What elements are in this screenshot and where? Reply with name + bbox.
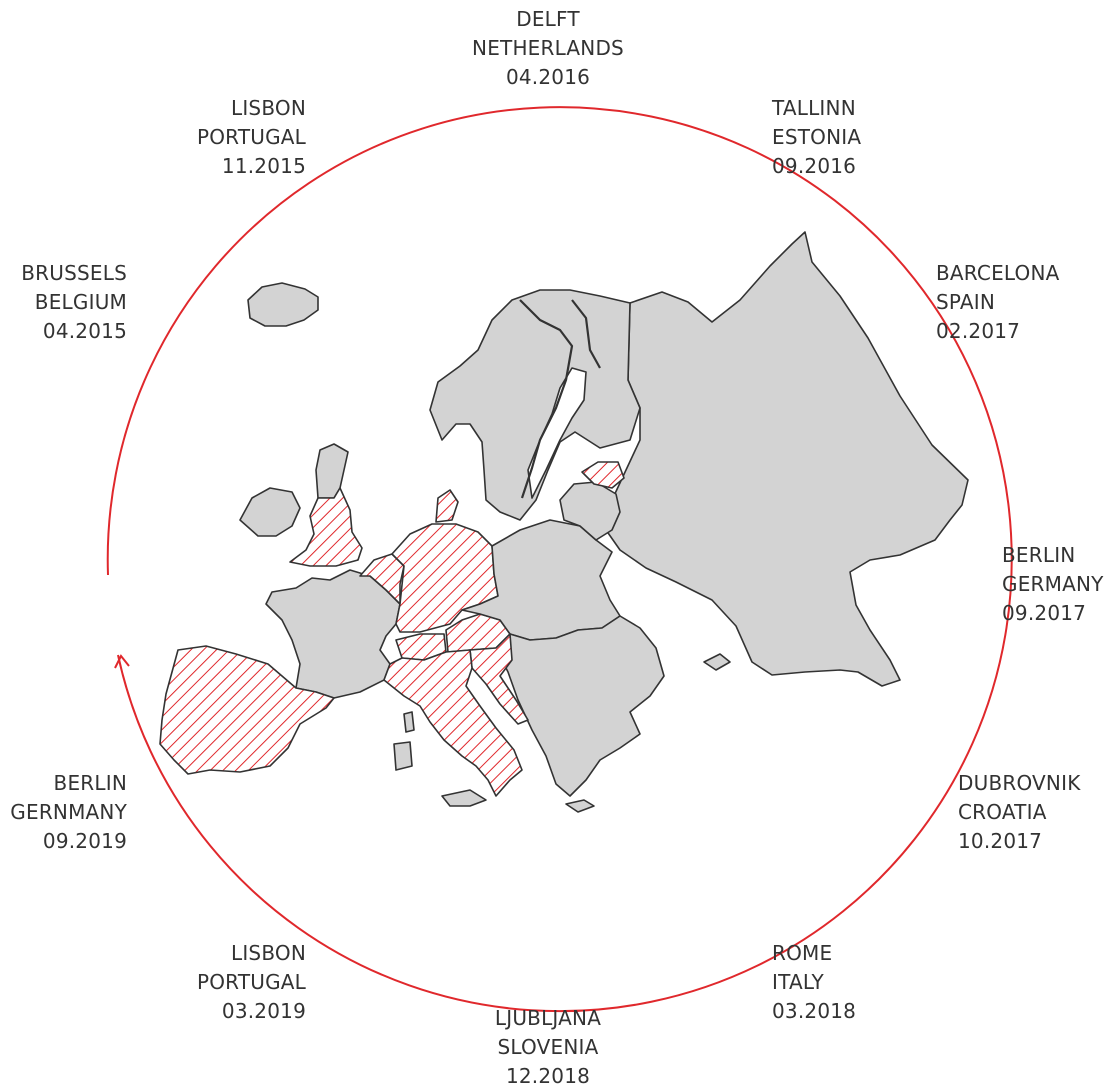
europe-map xyxy=(159,231,969,813)
journey-arrow-icon xyxy=(114,654,130,669)
stop-label-brussels: BRUSSELS BELGIUM 04.2015 xyxy=(0,259,127,346)
stop-date: 04.2016 xyxy=(505,65,591,89)
land-croatia-slovenia-highlight xyxy=(469,633,529,725)
stop-city: DELFT xyxy=(516,7,580,31)
stop-date: 03.2019 xyxy=(221,999,306,1023)
stop-country: PORTUGAL xyxy=(196,970,306,994)
stop-country: BELGIUM xyxy=(34,290,127,314)
journey-ring xyxy=(106,106,1013,1013)
stop-city: LISBON xyxy=(230,941,306,965)
land-scotland xyxy=(315,443,349,499)
land-france xyxy=(265,569,401,699)
stop-city: BERLIN xyxy=(1002,543,1076,567)
stop-country: ITALY xyxy=(772,970,824,994)
land-england-highlight xyxy=(289,487,363,567)
stop-label-dubrovnik: DUBROVNIK CROATIA 10.2017 xyxy=(958,769,1108,856)
stop-country: GERNMANY xyxy=(10,800,127,824)
stop-city: LJUBLJANA xyxy=(494,1006,602,1030)
stop-city: BARCELONA xyxy=(936,261,1060,285)
border-sweden-finland xyxy=(571,299,601,369)
stop-country: NETHERLANDS xyxy=(472,36,624,60)
stop-label-barcelona: BARCELONA SPAIN 02.2017 xyxy=(936,259,1106,346)
stop-date: 12.2018 xyxy=(505,1064,591,1088)
stop-city: BERLIN xyxy=(53,771,127,795)
stop-city: BRUSSELS xyxy=(21,261,127,285)
stop-date: 09.2019 xyxy=(42,829,127,853)
land-balkans xyxy=(499,615,665,797)
stop-date: 09.2016 xyxy=(772,154,857,178)
stop-date: 11.2015 xyxy=(221,154,306,178)
stop-city: LISBON xyxy=(230,96,306,120)
stop-country: GERMANY xyxy=(1002,572,1104,596)
land-sicily-highlight xyxy=(441,789,487,807)
land-baltics xyxy=(559,481,621,541)
land-italy-highlight xyxy=(383,649,523,797)
land-iberia-highlight xyxy=(159,645,335,775)
land-iceland xyxy=(247,282,319,327)
stop-city: ROME xyxy=(772,941,833,965)
stop-label-lisbon-2015: LISBON PORTUGAL 11.2015 xyxy=(66,94,306,181)
border-norway-sweden xyxy=(519,299,574,499)
stop-country: PORTUGAL xyxy=(196,125,306,149)
stop-label-berlin-2019: BERLIN GERNMANY 09.2019 xyxy=(0,769,127,856)
stop-label-delft: DELFT NETHERLANDS 04.2016 xyxy=(428,5,668,92)
stop-date: 02.2017 xyxy=(936,319,1021,343)
stop-label-lisbon-2019: LISBON PORTUGAL 03.2019 xyxy=(66,939,306,1026)
stop-date: 04.2015 xyxy=(42,319,127,343)
stop-label-berlin-2017: BERLIN GERMANY 09.2017 xyxy=(1002,541,1112,628)
stop-label-rome: ROME ITALY 03.2018 xyxy=(772,939,922,1026)
land-russia-east xyxy=(605,231,969,687)
stop-date: 10.2017 xyxy=(958,829,1043,853)
land-corsica xyxy=(403,711,415,733)
land-scandinavia xyxy=(429,289,641,521)
stop-label-tallinn: TALLINN ESTONIA 09.2016 xyxy=(772,94,1012,181)
land-sardinia xyxy=(393,741,413,771)
stop-city: DUBROVNIK xyxy=(958,771,1081,795)
stop-date: 09.2017 xyxy=(1002,601,1087,625)
stop-label-ljubljana: LJUBLJANA SLOVENIA 12.2018 xyxy=(428,1004,668,1091)
land-ireland xyxy=(239,487,301,537)
stop-country: ESTONIA xyxy=(772,125,862,149)
land-denmark-highlight xyxy=(435,489,459,523)
stop-city: TALLINN xyxy=(772,96,856,120)
land-benelux-highlight xyxy=(359,553,405,605)
land-estonia-highlight xyxy=(581,461,625,489)
land-crete xyxy=(565,799,595,813)
stop-country: CROATIA xyxy=(958,800,1047,824)
stop-date: 03.2018 xyxy=(772,999,857,1023)
stop-country: SLOVENIA xyxy=(497,1035,599,1059)
stop-country: SPAIN xyxy=(936,290,996,314)
land-cyprus xyxy=(703,653,731,671)
